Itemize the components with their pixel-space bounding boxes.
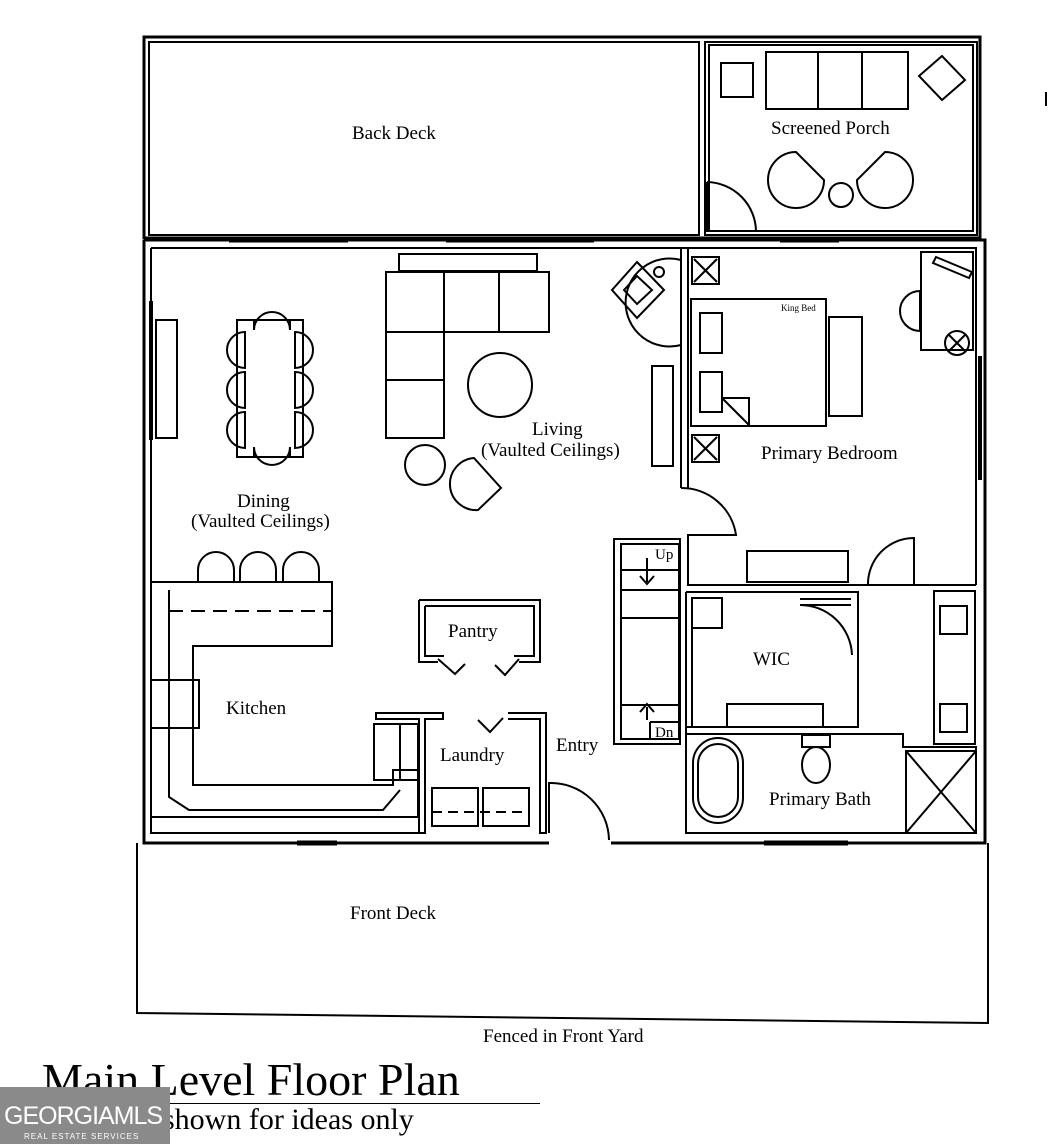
primary-bath-walls <box>685 590 977 834</box>
room-label-front-deck: Front Deck <box>350 903 437 924</box>
staircase <box>613 538 681 745</box>
room-label-living-note: (Vaulted Ceilings) <box>481 440 620 461</box>
wic-walls <box>685 550 859 833</box>
living-sofa <box>385 253 682 512</box>
porch-furniture <box>720 51 967 209</box>
room-label-dining: Dining <box>237 491 290 512</box>
room-label-pantry: Pantry <box>448 621 498 642</box>
plan-subtitle: shown for ideas only <box>163 1103 414 1136</box>
dining-table <box>226 311 314 466</box>
georgia-mls-logo <box>0 1087 170 1144</box>
room-label-entry: Entry <box>556 735 599 756</box>
room-label-primary-bath: Primary Bath <box>769 789 871 810</box>
primary-bedroom-walls <box>680 248 976 586</box>
stairs-down-label: Dn <box>655 725 674 741</box>
title-underline <box>42 1103 540 1104</box>
house-outer-wall <box>142 237 987 846</box>
room-label-primary-bedroom: Primary Bedroom <box>761 443 898 464</box>
pantry-walls <box>418 599 541 677</box>
logo-tagline: REAL ESTATE SERVICES <box>24 1132 140 1141</box>
room-label-laundry: Laundry <box>440 745 505 766</box>
room-label-screened-porch: Screened Porch <box>771 118 890 139</box>
room-label-back-deck: Back Deck <box>352 123 436 144</box>
room-label-dining-note: (Vaulted Ceilings) <box>191 511 330 532</box>
front-deck-outline <box>136 843 989 1025</box>
room-label-living: Living <box>532 419 583 440</box>
logo-name: GEORGIAMLS <box>4 1102 163 1130</box>
stairs-up-label: Up <box>655 547 674 563</box>
laundry-walls <box>375 712 610 841</box>
kitchen-counters <box>150 551 419 818</box>
yard-label: Fenced in Front Yard <box>483 1026 644 1047</box>
screened-porch-outline <box>704 41 978 236</box>
king-bed-label: King Bed <box>781 303 816 313</box>
room-label-kitchen: Kitchen <box>226 698 287 719</box>
room-label-wic: WIC <box>753 649 790 670</box>
